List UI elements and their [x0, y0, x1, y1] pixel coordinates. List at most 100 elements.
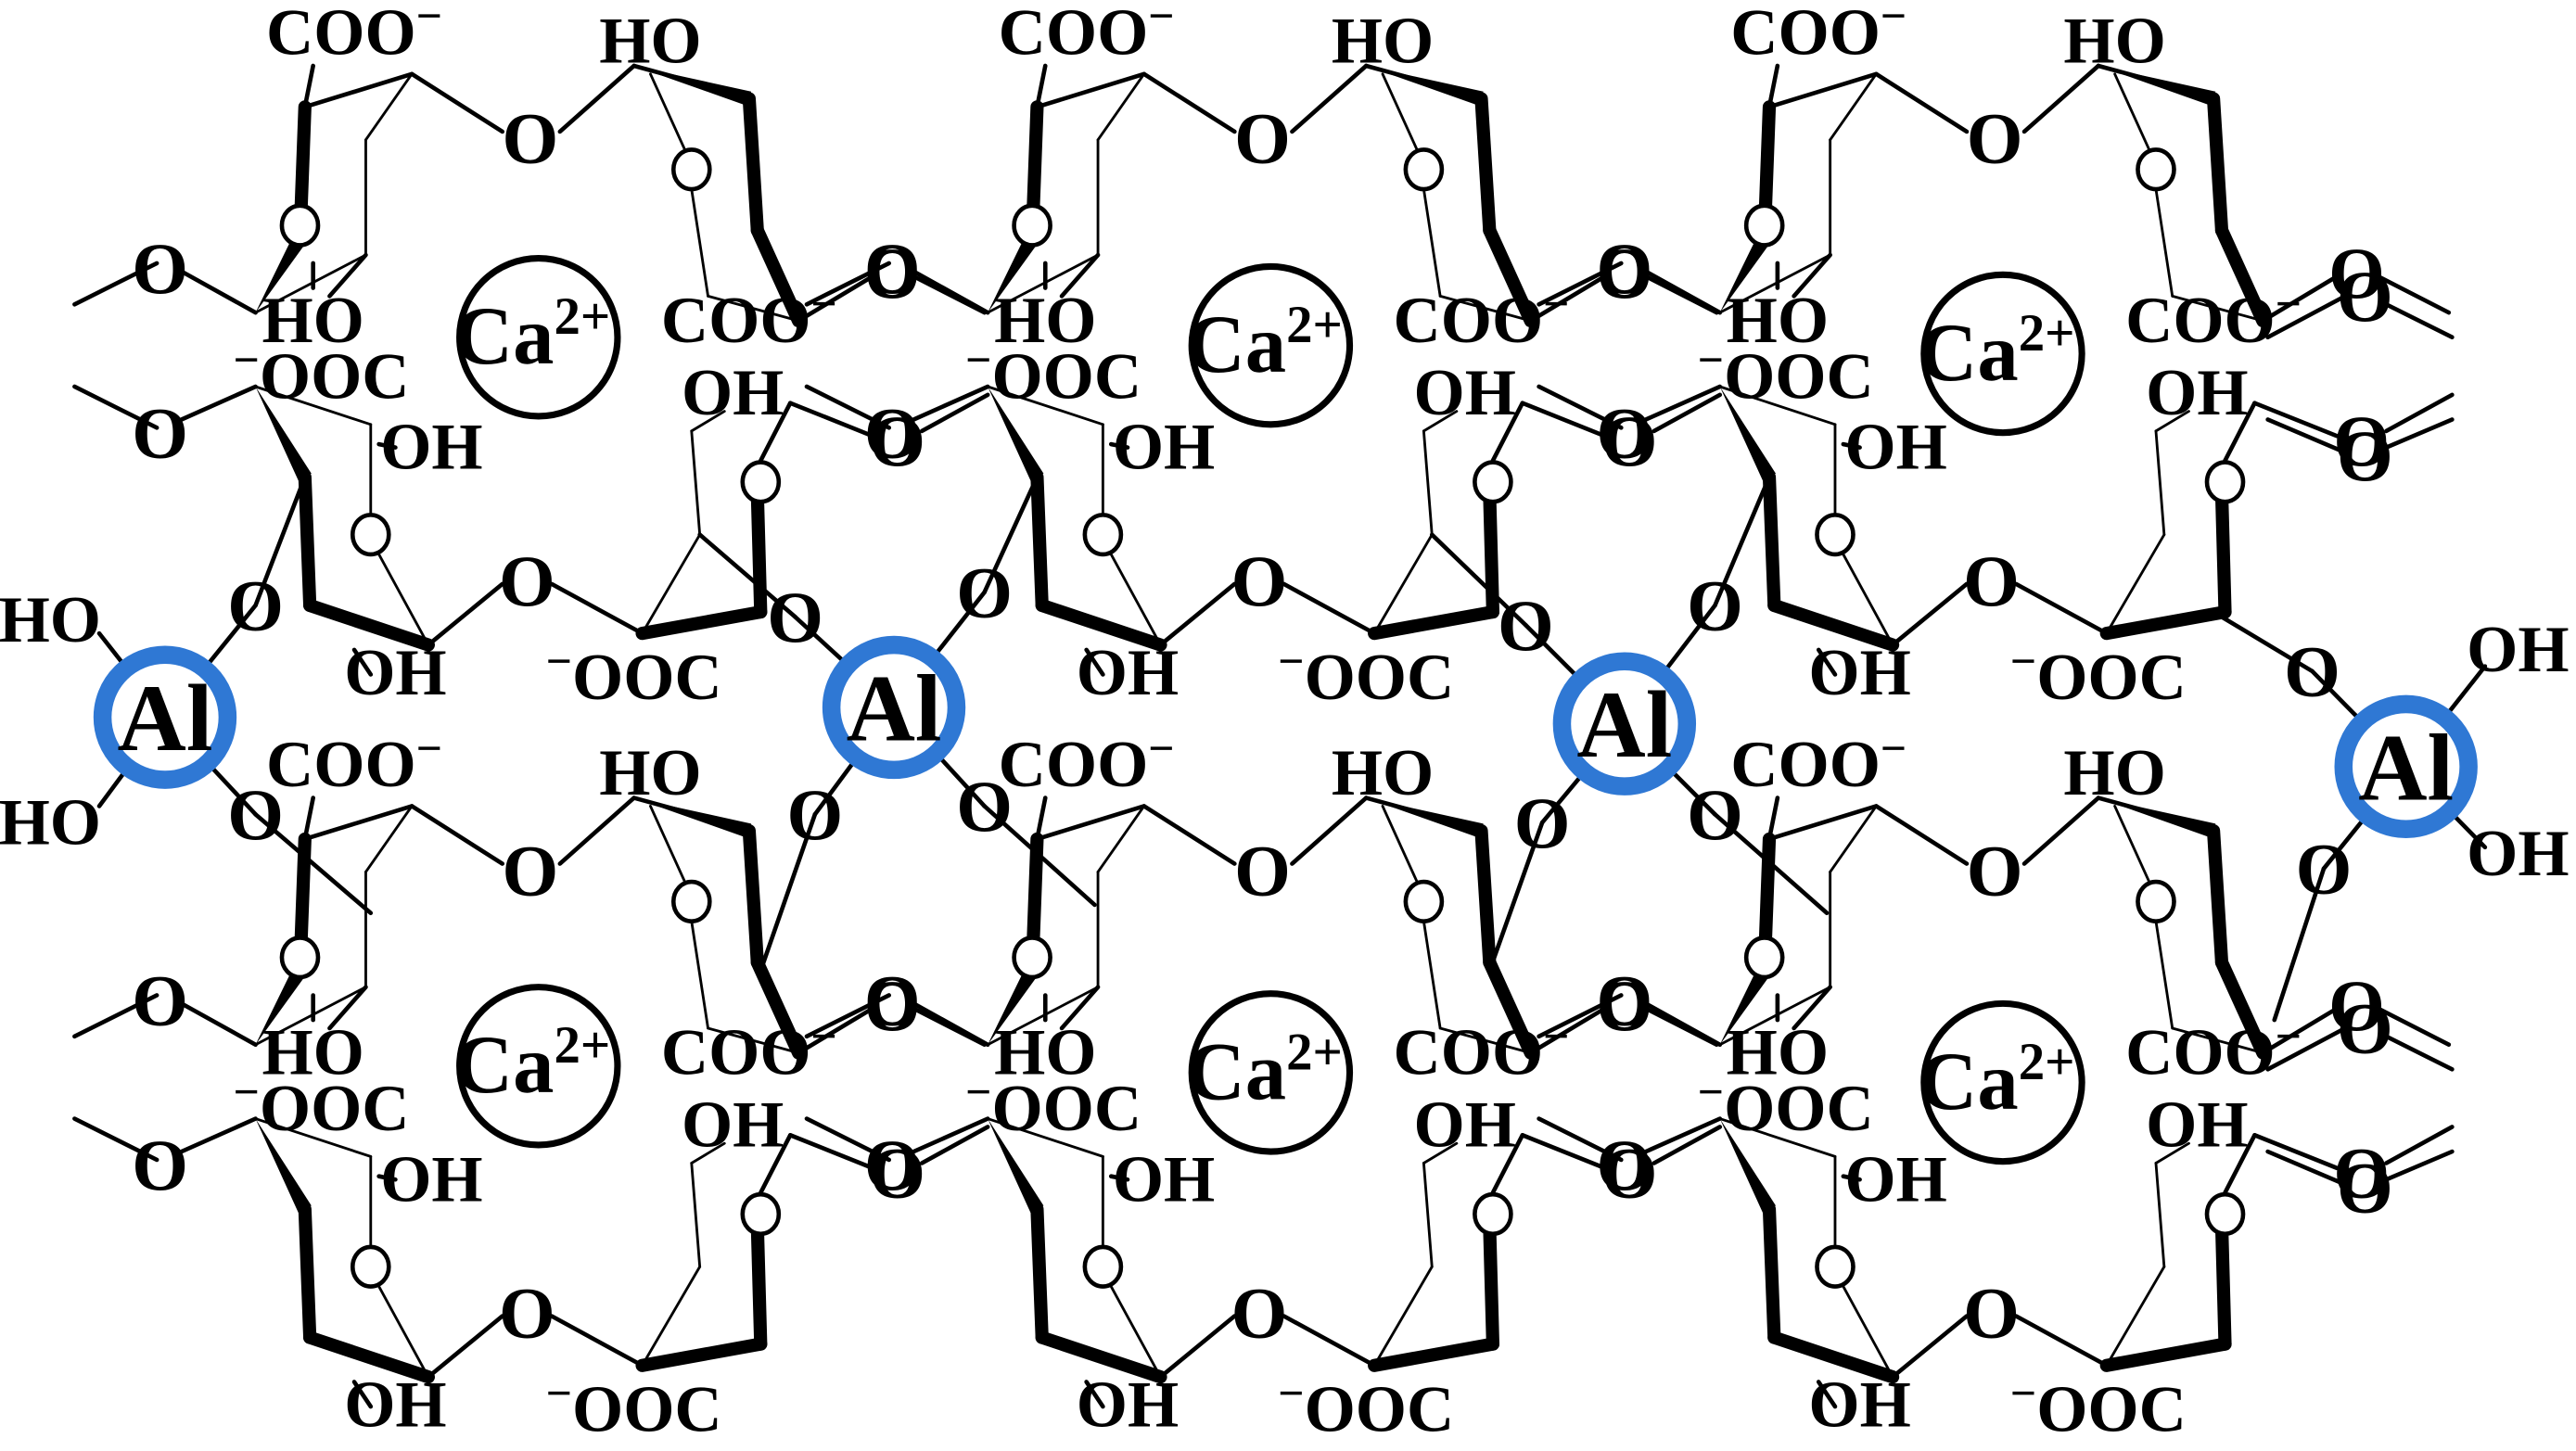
oxygen-atom: O [869, 401, 925, 481]
ring-oxygen [1403, 147, 1445, 192]
aluminium-ion: Al [822, 635, 966, 780]
carboxylate-label: COO− [1730, 722, 1906, 801]
hydroxyl-label: HO [994, 1017, 1096, 1089]
carboxylate-label: COO− [2125, 1011, 2302, 1089]
oxygen-atom: O [132, 392, 188, 473]
ring-oxygen [1743, 936, 1785, 980]
hydroxyl-label: HO [2063, 5, 2165, 77]
carboxylate-label: COO− [661, 278, 837, 357]
ring-oxygen [1403, 879, 1445, 923]
calcium-ion: Ca2+ [1918, 271, 2085, 437]
hydroxyl-label: OH [682, 1089, 784, 1162]
carboxylate-label: COO− [1394, 278, 1570, 357]
oxygen-atom: O [864, 960, 921, 1040]
oxygen-atom: O [864, 1125, 921, 1205]
oxygen-atom: O [503, 830, 559, 910]
carboxylate-label: −OOC [234, 335, 410, 414]
oxygen-atom: O [503, 98, 559, 179]
carboxylate-label: −OOC [1278, 635, 1454, 714]
oxygen-atom: O [1596, 392, 1652, 473]
ring-oxygen [279, 203, 321, 248]
calcium-ions: Ca2+Ca2+Ca2+Ca2+Ca2+Ca2+ [453, 255, 2085, 1165]
ring-oxygen [1082, 513, 1124, 557]
ring-oxygen [1815, 513, 1855, 557]
oxygen-atom: O [1234, 98, 1291, 179]
carboxylate-label: COO− [661, 1011, 837, 1089]
carboxylate-label: −OOC [2010, 1368, 2187, 1446]
oxygen-atom: O [864, 228, 921, 309]
hydroxyl-label: HO [261, 1017, 363, 1089]
hydroxyl-label: OH [2467, 614, 2569, 686]
hydroxyl-label: OH [1077, 637, 1179, 709]
calcium-ion: Ca2+ [453, 984, 621, 1149]
oxygen-atom: O [499, 1273, 555, 1354]
oxygen-atom: O [1596, 228, 1652, 309]
carboxylate-label: COO− [1394, 1011, 1570, 1089]
carboxylate-label: COO− [2125, 278, 2302, 357]
aluminium-ion: Al [93, 645, 237, 789]
oxygen-atom: O [1601, 401, 1658, 481]
oxygen-atom: O [1963, 541, 2020, 621]
hydroxyl-label: OH [1808, 1368, 1910, 1441]
carboxylate-label: −OOC [546, 635, 722, 714]
hydroxyl-label: OH [344, 637, 446, 709]
hydroxyl-label: OH [682, 357, 784, 429]
ring-oxygen [350, 513, 391, 557]
svg-text:Al: Al [118, 666, 213, 771]
ring-oxygen [1082, 1244, 1124, 1289]
svg-text:Ca2+: Ca2+ [453, 1016, 610, 1111]
hydroxyl-label: HO [1332, 5, 1434, 77]
oxygen-atom: O [2337, 415, 2393, 496]
aluminium-ion: Al [1552, 652, 1697, 796]
hydroxyl-label: HO [0, 584, 101, 656]
carboxylate-label: −OOC [1698, 1066, 1874, 1145]
svg-text:Al: Al [2358, 715, 2454, 821]
svg-text:Ca2+: Ca2+ [453, 287, 610, 382]
calcium-ion: Ca2+ [1186, 262, 1354, 428]
carboxylate-label: −OOC [1278, 1368, 1454, 1446]
carboxylate-label: COO− [999, 722, 1175, 801]
hydroxyl-label: HO [1332, 737, 1434, 809]
hydroxyl-label: OH [2146, 357, 2248, 429]
ring-oxygen [670, 147, 712, 192]
hydroxyl-label: HO [0, 786, 101, 859]
ring-oxygen [740, 1191, 782, 1237]
hydroxyl-label: HO [994, 285, 1096, 357]
oxygen-atom: O [1967, 830, 2023, 910]
ring-oxygen [740, 460, 782, 504]
carboxylate-label: −OOC [965, 1066, 1141, 1145]
ring-oxygen [2204, 460, 2246, 504]
hydroxyl-label: OH [1414, 357, 1516, 429]
oxygen-atom: O [864, 392, 921, 473]
hydroxyl-label: OH [1077, 1368, 1179, 1441]
svg-text:Ca2+: Ca2+ [1918, 304, 2074, 399]
calcium-ion: Ca2+ [1186, 990, 1354, 1155]
hydroxyl-label: HO [1727, 1017, 1829, 1089]
carboxylate-label: COO− [266, 0, 442, 70]
carboxylate-label: −OOC [234, 1066, 410, 1145]
hydroxyl-label: HO [1727, 285, 1829, 357]
oxygen-atom: O [132, 960, 188, 1040]
oxygen-atom: O [2337, 256, 2393, 337]
oxygen-atom: O [132, 228, 188, 309]
hydroxyl-label: HO [2063, 737, 2165, 809]
hydroxyl-label: HO [599, 5, 701, 77]
oxygen-atom: O [2333, 1133, 2390, 1214]
oxygen-atom: O [1596, 960, 1652, 1040]
ring-oxygen [1473, 460, 1513, 504]
calcium-ion: Ca2+ [453, 255, 621, 420]
ring-oxygen [670, 879, 712, 923]
hydroxyl-label: OH [344, 1368, 446, 1441]
oxygen-atom: O [132, 1125, 188, 1205]
